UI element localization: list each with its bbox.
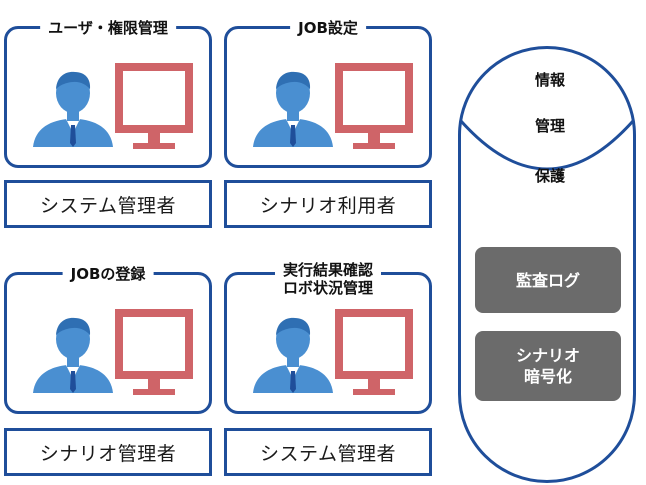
panel-title: ユーザ・権限管理 bbox=[40, 19, 176, 37]
person-icon bbox=[253, 317, 333, 393]
panel-result-robot-status: 実行結果確認 ロボ状況管理 bbox=[224, 261, 432, 414]
protection-label: 保護 bbox=[534, 167, 565, 185]
monitor-icon bbox=[115, 309, 193, 395]
audit-log-label: 監査ログ bbox=[515, 270, 580, 290]
scenario-encryption-box: シナリオ 暗号化 bbox=[475, 331, 621, 401]
user-at-computer-illustration bbox=[253, 63, 413, 149]
role-system-admin-2: システム管理者 bbox=[224, 428, 432, 476]
capsule-divider-curve bbox=[461, 119, 633, 171]
panel-title-line: ユーザ・権限管理 bbox=[48, 19, 168, 37]
audit-log-box: 監査ログ bbox=[475, 247, 621, 313]
panel-title: 実行結果確認 ロボ状況管理 bbox=[274, 261, 382, 297]
user-at-computer-illustration bbox=[253, 309, 413, 395]
monitor-icon bbox=[335, 309, 413, 395]
panel-title-line: 実行結果確認 bbox=[282, 261, 374, 279]
role-system-admin-1: システム管理者 bbox=[4, 180, 212, 228]
panel-title-line: JOB設定 bbox=[298, 19, 358, 37]
info-label: 情報 bbox=[534, 71, 565, 89]
person-icon bbox=[33, 71, 113, 147]
info-management-protection-capsule: 情報 管理 保護 監査ログ シナリオ 暗号化 bbox=[458, 46, 636, 483]
panel-job-settings: JOB設定 bbox=[224, 19, 432, 168]
person-icon bbox=[33, 317, 113, 393]
person-icon bbox=[253, 71, 333, 147]
monitor-icon bbox=[115, 63, 193, 149]
panel-title-line: ロボ状況管理 bbox=[282, 279, 374, 297]
panel-user-permission: ユーザ・権限管理 bbox=[4, 19, 212, 168]
scenario-encryption-label-line: 暗号化 bbox=[523, 367, 572, 386]
role-scenario-admin: シナリオ管理者 bbox=[4, 428, 212, 476]
management-label: 管理 bbox=[534, 117, 565, 135]
panel-title: JOBの登録 bbox=[62, 265, 154, 283]
user-at-computer-illustration bbox=[33, 309, 193, 395]
panel-title-line: JOBの登録 bbox=[70, 265, 146, 283]
role-scenario-user: シナリオ利用者 bbox=[224, 180, 432, 228]
panel-job-registration: JOBの登録 bbox=[4, 265, 212, 414]
user-at-computer-illustration bbox=[33, 63, 193, 149]
monitor-icon bbox=[335, 63, 413, 149]
panel-title: JOB設定 bbox=[290, 19, 366, 37]
scenario-encryption-label-line: シナリオ bbox=[515, 346, 580, 365]
